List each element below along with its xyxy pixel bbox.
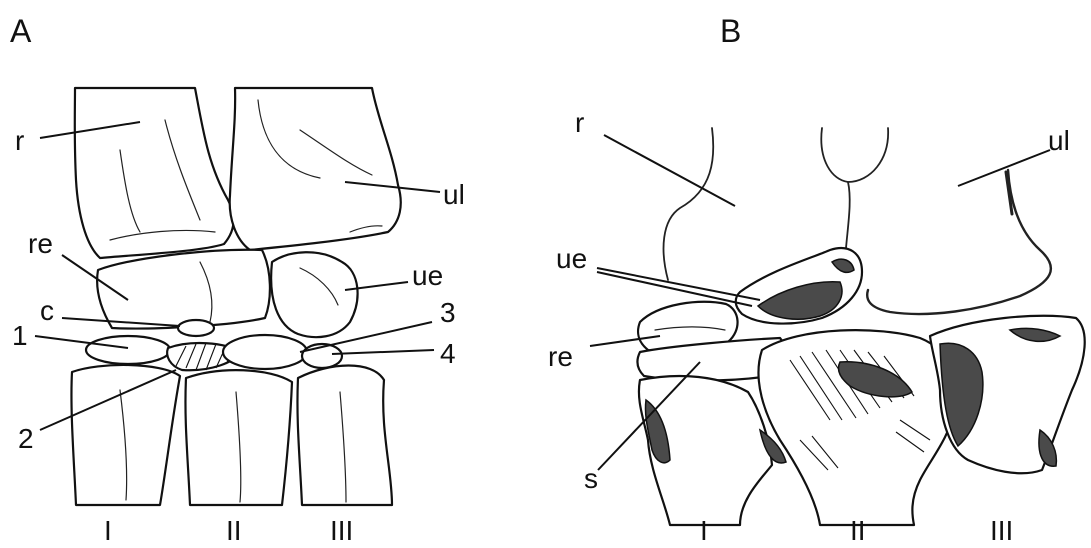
panel-a-label-re: re: [28, 228, 53, 259]
panel-b-leader-r: [604, 135, 735, 206]
panel-a-label-ul: ul: [443, 179, 465, 210]
panel-b-leader-ul: [958, 150, 1050, 186]
panel-a-label-2: 2: [18, 423, 34, 454]
panel-a-digit-ii: II: [226, 515, 242, 546]
panel-b-label-r: r: [575, 107, 584, 138]
panel-a-label-ue: ue: [412, 260, 443, 291]
panel-a-leader-4: [332, 350, 434, 354]
panel-a-digit-iii: III: [330, 515, 353, 546]
panel-b-label-s: s: [584, 463, 598, 494]
panel-a-digit-i: I: [104, 515, 112, 546]
panel-a-label-1: 1: [12, 320, 28, 351]
panel-a-ulnare-bone: [271, 252, 357, 337]
panel-a-metacarpal-i: [71, 365, 180, 505]
panel-b-label-ue: ue: [556, 243, 587, 274]
panel-b-leader-ue: [597, 268, 760, 300]
panel-b-digit-ii: II: [850, 515, 866, 546]
panel-b-label-re: re: [548, 341, 573, 372]
panel-a-letter: A: [10, 13, 32, 49]
panel-b-label-ul: ul: [1048, 125, 1070, 156]
panel-a-label-4: 4: [440, 338, 456, 369]
panel-a-distal-carpal-1: [86, 336, 170, 364]
panel-b-middle-outline: [821, 128, 888, 182]
panel-a-label-c: c: [40, 295, 54, 326]
panel-a-label-3: 3: [440, 297, 456, 328]
panel-b-metacarpal-ii: [758, 330, 956, 525]
panel-b-ulna-outline: [867, 170, 1051, 314]
panel-a-label-r: r: [15, 125, 24, 156]
panel-b-digit-iii: III: [990, 515, 1013, 546]
panel-a-distal-carpal-3: [223, 335, 307, 369]
panel-a: A: [10, 13, 465, 546]
panel-a-metacarpal-iii: [297, 366, 392, 506]
panel-a-radiale-bone: [97, 250, 270, 329]
panel-b-leader-ue-2: [597, 272, 752, 306]
panel-b-radius-outline: [664, 128, 714, 280]
panel-a-centrale-bone: [178, 320, 214, 336]
panel-b: B: [548, 13, 1085, 546]
panel-b-letter: B: [720, 13, 741, 49]
panel-b-digit-i: I: [700, 515, 708, 546]
